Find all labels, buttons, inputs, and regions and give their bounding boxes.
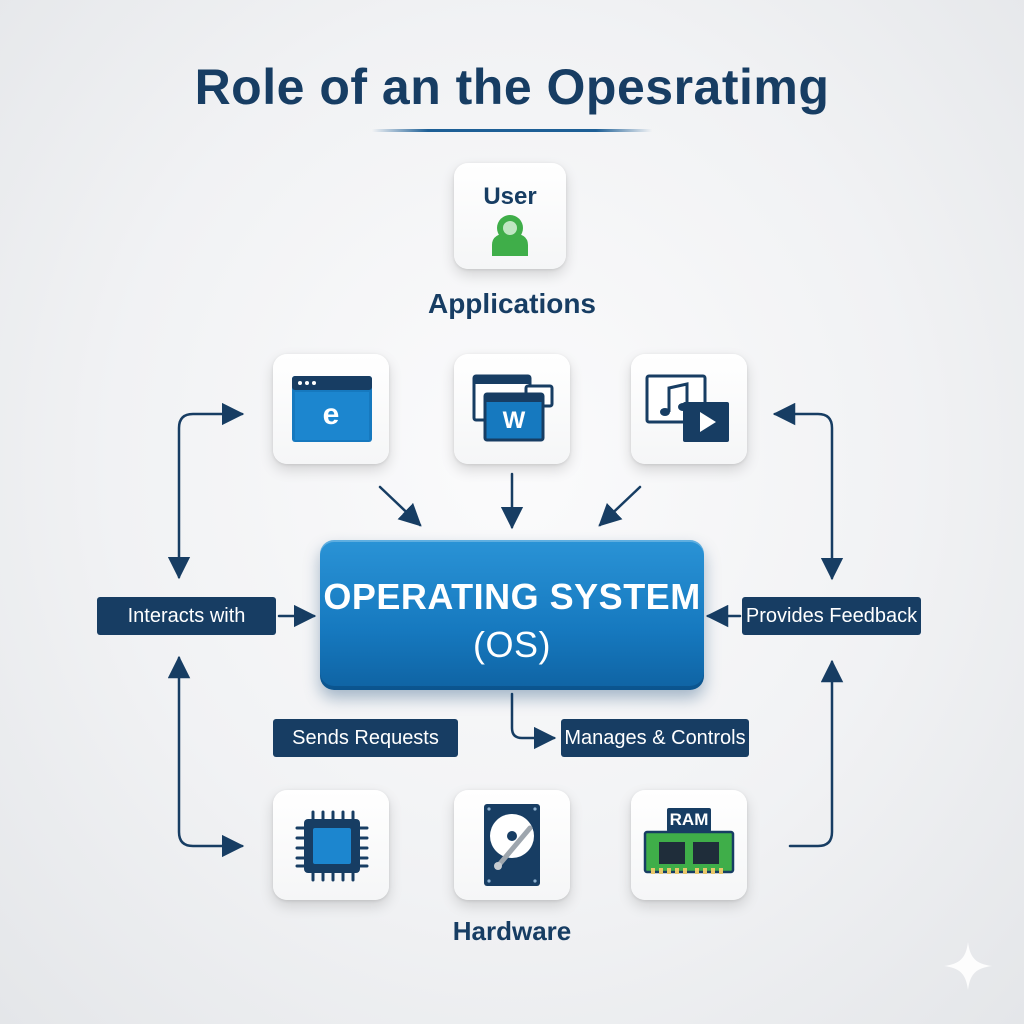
app-media-card[interactable] xyxy=(631,354,747,464)
diagram-title: Role of an the Opesratimg xyxy=(194,59,830,115)
hardware-label: Hardware xyxy=(452,916,572,946)
browser-glyph: e xyxy=(322,398,340,431)
hardware-ram-card[interactable]: RAM xyxy=(631,790,747,900)
ram-icon xyxy=(643,808,735,874)
arrow-ram-to-feedback xyxy=(788,659,844,848)
app-browser-card[interactable]: e xyxy=(273,354,389,464)
word-glyph: W xyxy=(502,407,526,434)
user-icon xyxy=(492,215,528,256)
arrow-browser-to-os xyxy=(378,485,422,527)
operating-system-box[interactable]: OPERATING SYSTEM (OS) xyxy=(320,540,704,690)
manages-controls-label: Manages & Controls xyxy=(561,719,749,757)
arrow-media-to-os xyxy=(598,485,642,527)
sends-requests-label: Sends Requests xyxy=(273,719,458,757)
hardware-disk-card[interactable] xyxy=(454,790,570,900)
media-player-icon xyxy=(645,374,729,442)
cpu-icon xyxy=(295,810,369,882)
arrow-left-upper-loop xyxy=(167,402,245,580)
hardware-cpu-card[interactable] xyxy=(273,790,389,900)
user-label: User xyxy=(483,183,537,210)
word-processor-icon xyxy=(472,374,554,442)
os-title: OPERATING SYSTEM xyxy=(323,576,701,617)
browser-icon xyxy=(292,376,372,442)
user-card[interactable]: User xyxy=(454,163,566,269)
arrow-left-lower-loop xyxy=(167,655,245,858)
applications-label: Applications xyxy=(427,288,596,319)
interacts-with-label: Interacts with xyxy=(97,597,276,635)
hard-drive-icon xyxy=(484,804,540,886)
arrow-right-upper-loop xyxy=(772,402,844,581)
sparkle-icon xyxy=(944,942,992,990)
provides-feedback-label: Provides Feedback xyxy=(742,597,921,635)
arrow-os-to-manages xyxy=(510,692,557,750)
title-underline xyxy=(372,129,652,132)
app-word-card[interactable]: W xyxy=(454,354,570,464)
ram-chip-label: RAM xyxy=(669,810,709,829)
os-subtitle: (OS) xyxy=(473,624,551,665)
